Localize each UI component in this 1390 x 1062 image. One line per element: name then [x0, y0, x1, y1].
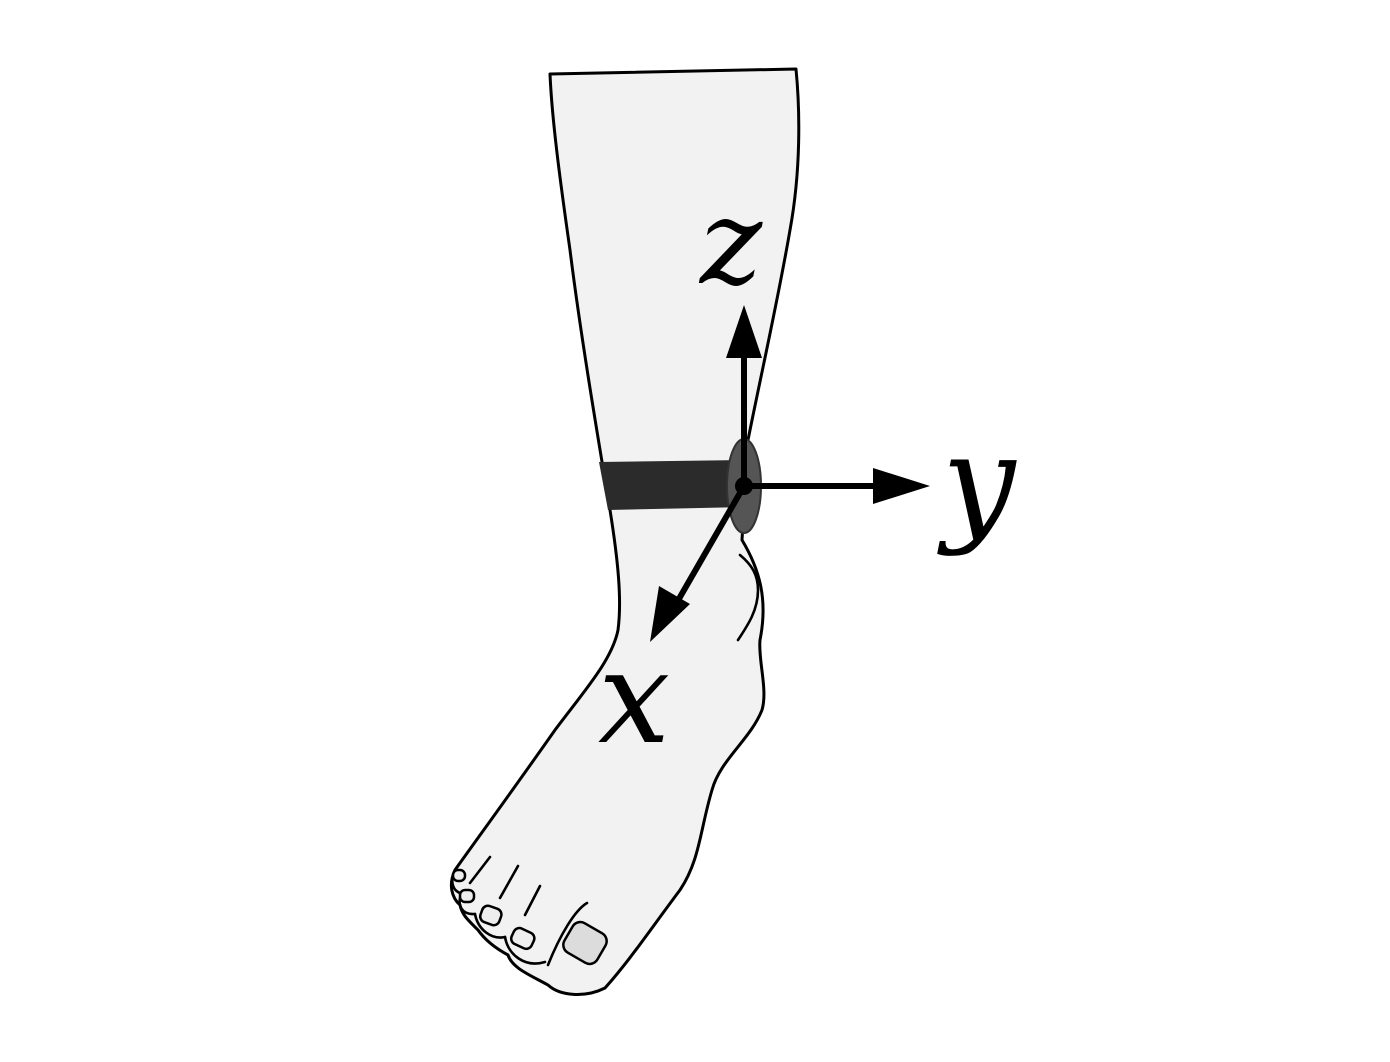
- toe-line: [523, 884, 542, 917]
- shin: [449, 67, 801, 996]
- y-axis-label: y: [937, 406, 1017, 558]
- toenail: [451, 868, 467, 883]
- toenail: [509, 926, 536, 951]
- toe-tip: [503, 935, 547, 965]
- big-toenail: [562, 920, 608, 966]
- x-axis-label: x: [598, 624, 670, 773]
- toenail: [478, 904, 503, 927]
- ankle-strap: [599, 460, 746, 510]
- origin-point: [735, 477, 753, 495]
- z-axis-label: z: [698, 173, 763, 311]
- z-arrowhead: [726, 305, 762, 358]
- toe-line: [546, 901, 589, 967]
- toenail: [458, 888, 476, 904]
- leg-illustration: [449, 67, 801, 996]
- x-axis-arrow: [673, 484, 747, 606]
- ankle-crease: [736, 553, 760, 642]
- coordinate-axes: z y x: [598, 173, 1017, 773]
- toe-line: [498, 864, 520, 900]
- x-arrowhead: [650, 586, 690, 642]
- y-arrowhead: [873, 468, 930, 504]
- toe-tip: [473, 912, 507, 939]
- toe-line: [468, 855, 492, 885]
